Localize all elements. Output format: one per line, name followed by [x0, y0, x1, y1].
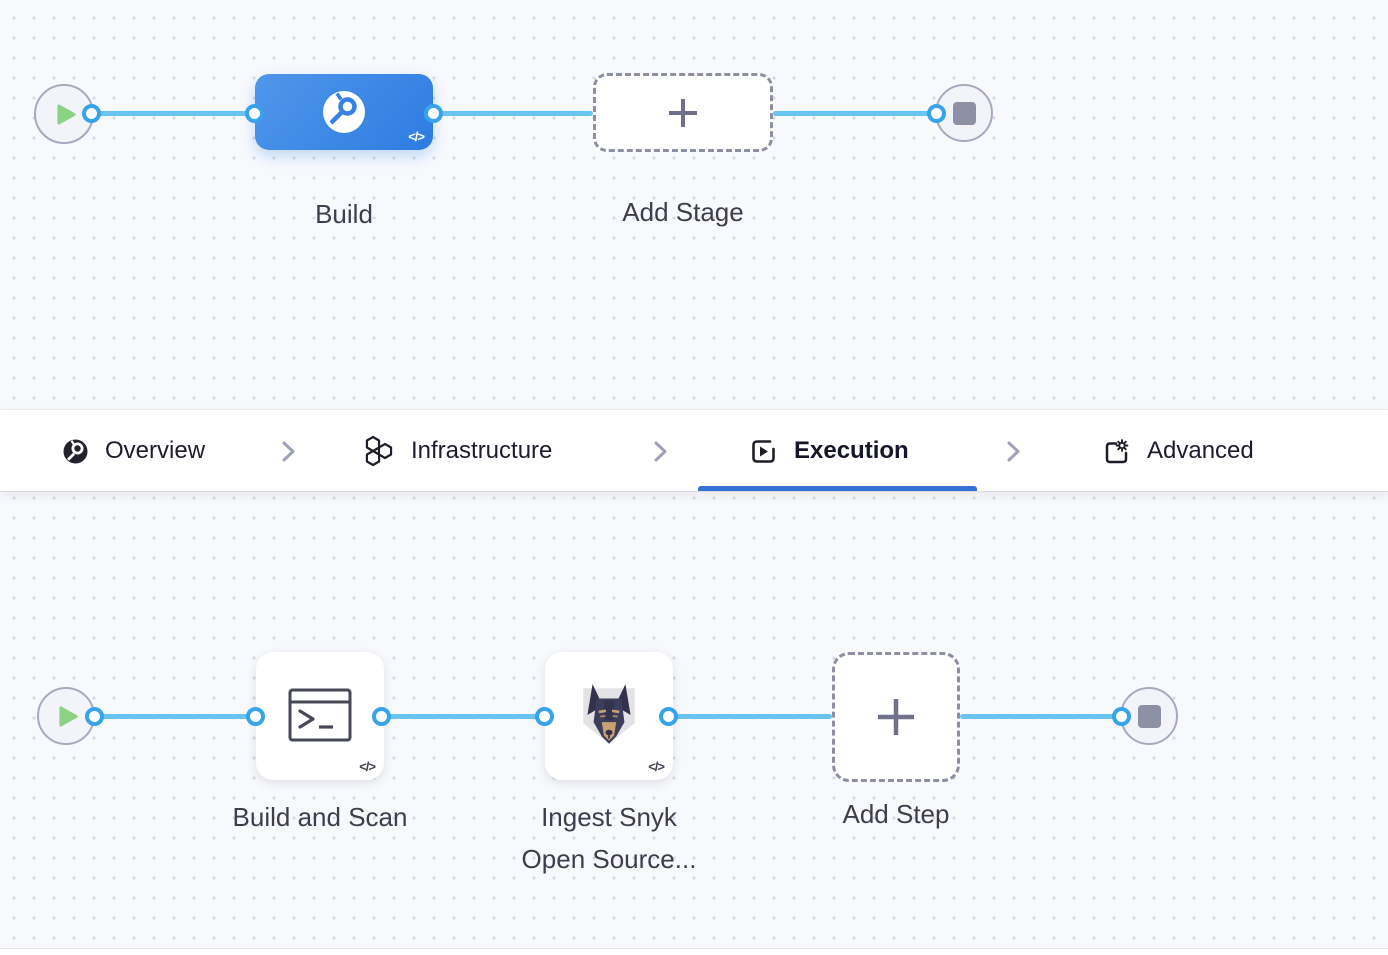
- chevron-right-icon: [648, 438, 672, 470]
- stage-label: Build: [315, 199, 373, 229]
- connector-dot: [372, 707, 391, 726]
- tab-overview-label: Overview: [105, 437, 206, 464]
- connector-dot: [424, 104, 443, 123]
- stage-tab-bar: Overview Infrastructure Execution: [0, 409, 1388, 492]
- add-step-button[interactable]: [832, 652, 960, 782]
- chevron-right-icon: [1001, 438, 1025, 470]
- step-label: Ingest Snyk: [541, 802, 677, 832]
- step-card-build-and-scan[interactable]: </>: [256, 652, 384, 780]
- connector-dot: [246, 707, 265, 726]
- terminal-icon: [288, 688, 352, 744]
- play-icon: [55, 102, 78, 127]
- plus-icon: [875, 696, 917, 738]
- tab-execution-label: Execution: [794, 437, 909, 464]
- play-icon: [57, 704, 80, 729]
- add-stage-button[interactable]: [593, 73, 773, 152]
- execution-icon: [750, 438, 777, 465]
- step-label: Open Source...: [521, 844, 697, 874]
- connector-dot: [1112, 707, 1131, 726]
- stage-flow-canvas: </> Build Add Stage: [0, 0, 1388, 409]
- ci-build-icon: [322, 90, 366, 134]
- overview-icon: [63, 439, 88, 464]
- infrastructure-icon: [364, 435, 394, 467]
- flow-line: [382, 714, 545, 719]
- code-icon: </>: [359, 759, 376, 774]
- tab-infrastructure-label: Infrastructure: [411, 437, 553, 464]
- flow-line: [773, 111, 937, 116]
- tab-advanced-label: Advanced: [1147, 437, 1254, 464]
- tab-execution[interactable]: Execution: [750, 410, 909, 492]
- flow-line: [95, 714, 256, 719]
- stop-icon: [1137, 704, 1161, 728]
- tab-advanced[interactable]: Advanced: [1102, 410, 1254, 492]
- add-stage-label: Add Stage: [622, 197, 744, 227]
- stage-card-build[interactable]: </>: [255, 74, 433, 150]
- code-icon: </>: [408, 129, 425, 144]
- stop-icon: [952, 101, 976, 125]
- add-step-label: Add Step: [842, 799, 950, 829]
- connector-dot: [535, 707, 554, 726]
- code-icon: </>: [648, 759, 665, 774]
- active-tab-underline: [698, 486, 977, 491]
- flow-line: [434, 111, 593, 116]
- connector-dot: [659, 707, 678, 726]
- connector-dot: [927, 104, 946, 123]
- snyk-icon: [572, 679, 646, 753]
- flow-line: [92, 111, 255, 116]
- chevron-right-icon: [276, 438, 300, 470]
- bottom-panel-edge: [0, 948, 1388, 955]
- step-card-ingest-snyk[interactable]: </>: [545, 652, 673, 780]
- connector-dot: [82, 104, 101, 123]
- tab-overview[interactable]: Overview: [63, 410, 205, 492]
- flow-line: [960, 714, 1122, 719]
- tab-infrastructure[interactable]: Infrastructure: [364, 410, 552, 492]
- execution-flow-canvas: </> </>: [0, 492, 1388, 948]
- connector-dot: [85, 707, 104, 726]
- plus-icon: [666, 96, 700, 130]
- step-label: Build and Scan: [232, 802, 408, 832]
- flow-line: [669, 714, 832, 719]
- advanced-icon: [1102, 438, 1130, 465]
- connector-dot: [245, 104, 264, 123]
